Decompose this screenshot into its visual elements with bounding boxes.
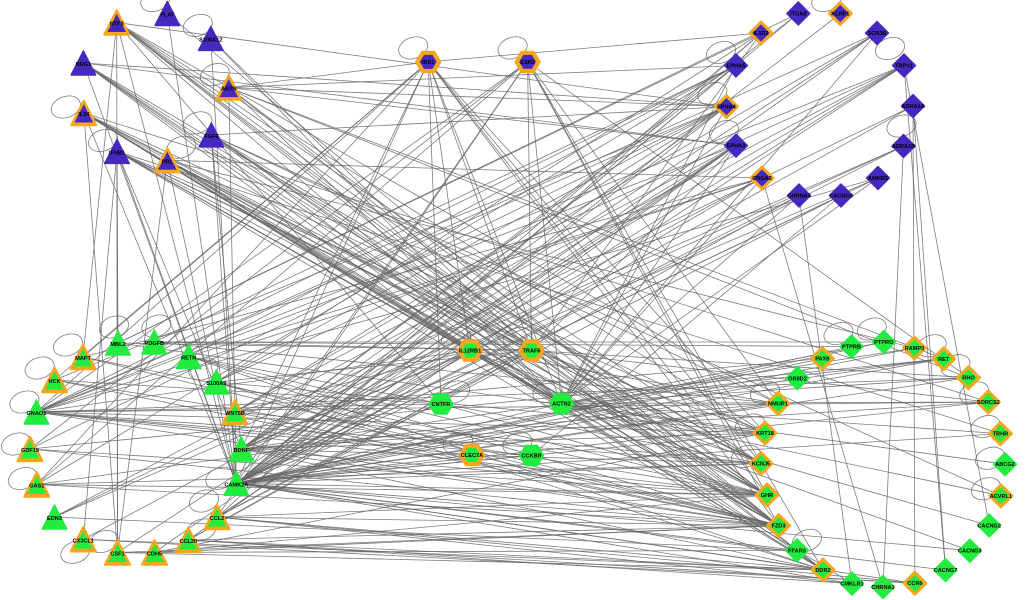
svg-text:PDGFB: PDGFB [145, 341, 165, 347]
svg-text:EDN3: EDN3 [47, 516, 62, 522]
svg-text:NTF3: NTF3 [110, 22, 124, 28]
svg-text:ADRA1A: ADRA1A [901, 104, 924, 110]
svg-text:DDR2: DDR2 [815, 568, 830, 574]
svg-text:CACNG3: CACNG3 [958, 549, 982, 555]
svg-text:CACNG2: CACNG2 [977, 524, 1001, 530]
svg-text:PTPRB: PTPRB [842, 345, 861, 351]
svg-text:PTPRO: PTPRO [874, 340, 894, 346]
svg-text:SCN3B: SCN3B [868, 31, 887, 37]
svg-text:KLRF1: KLRF1 [831, 12, 849, 18]
svg-text:KCNJ5: KCNJ5 [752, 462, 770, 468]
svg-text:PRL: PRL [162, 159, 174, 165]
svg-text:PAX8: PAX8 [815, 357, 829, 363]
svg-text:IFNB1: IFNB1 [109, 150, 125, 156]
svg-text:RHO: RHO [962, 376, 975, 382]
svg-text:BDNF: BDNF [234, 448, 250, 454]
svg-text:TRHR: TRHR [993, 432, 1009, 438]
svg-text:CMKLR1: CMKLR1 [840, 582, 863, 588]
svg-text:RAMP3: RAMP3 [905, 346, 925, 352]
svg-text:NMUR1: NMUR1 [768, 402, 788, 408]
svg-text:AMHR2: AMHR2 [868, 176, 888, 182]
svg-text:ADRA1B: ADRA1B [892, 144, 915, 150]
svg-text:EPHA3: EPHA3 [727, 144, 746, 150]
svg-text:HCK: HCK [49, 379, 61, 385]
svg-text:RETN: RETN [181, 356, 196, 362]
svg-text:CHRNA1: CHRNA1 [871, 585, 894, 591]
svg-text:CLEC7A: CLEC7A [461, 453, 483, 459]
svg-text:CCR6: CCR6 [907, 581, 922, 587]
svg-text:SORCS2: SORCS2 [977, 400, 1000, 406]
svg-text:WNT5B: WNT5B [225, 411, 245, 417]
svg-text:ABCG2: ABCG2 [995, 462, 1015, 468]
svg-text:GNAO1: GNAO1 [26, 411, 46, 417]
svg-text:CACNG7: CACNG7 [934, 568, 958, 574]
svg-text:KRT18: KRT18 [756, 431, 774, 437]
svg-text:CHRNA3: CHRNA3 [787, 194, 810, 200]
svg-text:GAS1: GAS1 [29, 484, 44, 490]
svg-text:CCL20: CCL20 [179, 539, 197, 545]
svg-text:CCL2: CCL2 [210, 516, 225, 522]
svg-text:CSF1: CSF1 [110, 552, 124, 558]
svg-text:ESR2: ESR2 [520, 60, 535, 66]
svg-text:MAPT: MAPT [75, 356, 91, 362]
svg-text:CACNG5: CACNG5 [829, 194, 853, 200]
svg-text:IL12RB1: IL12RB1 [459, 349, 481, 355]
svg-text:NRG1: NRG1 [76, 62, 92, 68]
svg-text:CNTFR: CNTFR [432, 402, 451, 408]
svg-text:GHR: GHR [761, 493, 773, 499]
svg-text:IL34: IL34 [78, 112, 90, 118]
svg-text:CAMK2A: CAMK2A [224, 482, 248, 488]
svg-text:CX3CL1: CX3CL1 [73, 538, 94, 544]
svg-text:IL1R2: IL1R2 [753, 31, 768, 37]
svg-text:ITGA8: ITGA8 [790, 12, 806, 18]
svg-text:TRAF6: TRAF6 [522, 349, 540, 355]
svg-text:CNGA3: CNGA3 [752, 176, 772, 182]
svg-text:CCKBR: CCKBR [521, 454, 541, 460]
svg-text:GDF15: GDF15 [21, 448, 39, 454]
svg-text:EPHA4: EPHA4 [717, 105, 737, 111]
svg-text:FZD3: FZD3 [772, 524, 786, 530]
svg-text:IRS1: IRS1 [422, 60, 434, 66]
svg-text:ACVRL1: ACVRL1 [990, 494, 1012, 500]
svg-text:ACTN2: ACTN2 [552, 402, 571, 408]
svg-text:OR8D2: OR8D2 [788, 376, 807, 382]
svg-text:EPHA5: EPHA5 [727, 64, 746, 70]
svg-text:CDH5: CDH5 [147, 552, 162, 558]
svg-text:TRPV1: TRPV1 [895, 64, 913, 70]
svg-text:MBL2: MBL2 [110, 342, 125, 348]
svg-text:FFAR3: FFAR3 [788, 548, 806, 554]
svg-text:ARTN: ARTN [221, 87, 237, 93]
svg-text:S100A12: S100A12 [199, 37, 222, 43]
svg-text:S100A9: S100A9 [206, 381, 226, 387]
svg-text:FGF6: FGF6 [204, 134, 218, 140]
svg-text:PLAT: PLAT [160, 13, 175, 19]
svg-text:RET: RET [938, 357, 950, 363]
